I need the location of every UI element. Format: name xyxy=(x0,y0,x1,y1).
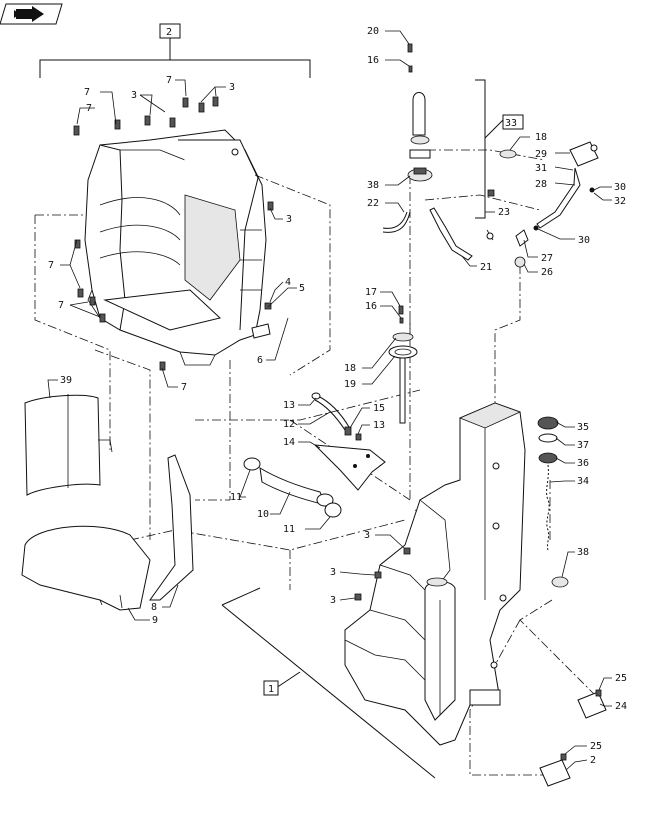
frame-bolts xyxy=(73,96,274,371)
callout-30: 30 xyxy=(614,182,626,193)
sending-unit-leaders xyxy=(362,291,402,385)
callout-3: 3 xyxy=(131,90,137,101)
next-page-arrow-icon[interactable] xyxy=(0,3,63,25)
tank-callout-leaders xyxy=(339,534,405,601)
callout-25: 25 xyxy=(615,673,627,684)
frame-callout-leaders xyxy=(60,79,297,388)
sender-group xyxy=(382,43,599,268)
callout-3: 3 xyxy=(330,595,336,606)
tank-support-group-bracket xyxy=(39,23,311,78)
callout-16: 16 xyxy=(365,301,377,312)
sender-boxed-label: 33 xyxy=(505,118,517,129)
callout-29: 29 xyxy=(535,149,547,160)
callout-7: 7 xyxy=(166,75,172,86)
callout-38: 38 xyxy=(577,547,589,558)
callout-35: 35 xyxy=(577,422,589,433)
callout-14: 14 xyxy=(283,437,295,448)
callout-31: 31 xyxy=(535,163,547,174)
callout-34: 34 xyxy=(577,476,589,487)
callout-13: 13 xyxy=(283,400,295,411)
callout-7: 7 xyxy=(58,300,64,311)
callout-5: 5 xyxy=(299,283,305,294)
callout-11: 11 xyxy=(283,524,295,535)
callout-7: 7 xyxy=(48,260,54,271)
callout-4: 4 xyxy=(285,277,291,288)
tank-support-frame xyxy=(84,129,271,366)
callout-38: 38 xyxy=(367,180,379,191)
callout-3: 3 xyxy=(330,567,336,578)
callout-28: 28 xyxy=(535,179,547,190)
callout-22: 22 xyxy=(367,198,379,209)
callout-24: 24 xyxy=(615,701,627,712)
covers-leaders xyxy=(47,379,179,621)
callout-21: 21 xyxy=(480,262,492,273)
fuel-tank-bracket xyxy=(221,587,436,779)
callout-2: 2 xyxy=(590,755,596,766)
mounting-brackets xyxy=(539,689,607,787)
callout-23: 23 xyxy=(498,207,510,218)
callout-17: 17 xyxy=(365,287,377,298)
callout-10: 10 xyxy=(257,509,269,520)
callout-16: 16 xyxy=(367,55,379,66)
hose-leaders xyxy=(239,397,370,530)
filler-cap-leaders xyxy=(549,421,575,578)
callout-36: 36 xyxy=(577,458,589,469)
tank-support-boxed-label: 2 xyxy=(166,27,172,38)
sender-callout-leaders xyxy=(385,30,612,273)
callout-19: 19 xyxy=(344,379,356,390)
callout-9: 9 xyxy=(152,615,158,626)
callout-6: 6 xyxy=(257,355,263,366)
callout-13: 13 xyxy=(373,420,385,431)
hose-assembly xyxy=(243,392,386,518)
callout-20: 20 xyxy=(367,26,379,37)
sender-bracket xyxy=(475,79,524,219)
callout-25: 25 xyxy=(590,741,602,752)
sending-unit xyxy=(388,305,418,424)
callout-30: 30 xyxy=(578,235,590,246)
callout-37: 37 xyxy=(577,440,589,451)
callout-7: 7 xyxy=(181,382,187,393)
callout-7: 7 xyxy=(86,103,92,114)
callout-18: 18 xyxy=(535,132,547,143)
callout-3: 3 xyxy=(286,214,292,225)
callout-26: 26 xyxy=(541,267,553,278)
callout-15: 15 xyxy=(373,403,385,414)
callout-18: 18 xyxy=(344,363,356,374)
filler-cap-group xyxy=(537,416,569,588)
callout-32: 32 xyxy=(614,196,626,207)
bracket-leaders xyxy=(564,677,612,771)
callout-8: 8 xyxy=(151,602,157,613)
callout-39: 39 xyxy=(60,375,72,386)
callout-11: 11 xyxy=(230,492,242,503)
callout-7: 7 xyxy=(84,87,90,98)
callout-3: 3 xyxy=(364,530,370,541)
callout-27: 27 xyxy=(541,253,553,264)
callout-12: 12 xyxy=(283,419,295,430)
fuel-tank xyxy=(344,402,526,746)
callout-3: 3 xyxy=(229,82,235,93)
fuel-tank-boxed-label: 1 xyxy=(268,684,274,695)
tank-covers xyxy=(21,394,194,611)
